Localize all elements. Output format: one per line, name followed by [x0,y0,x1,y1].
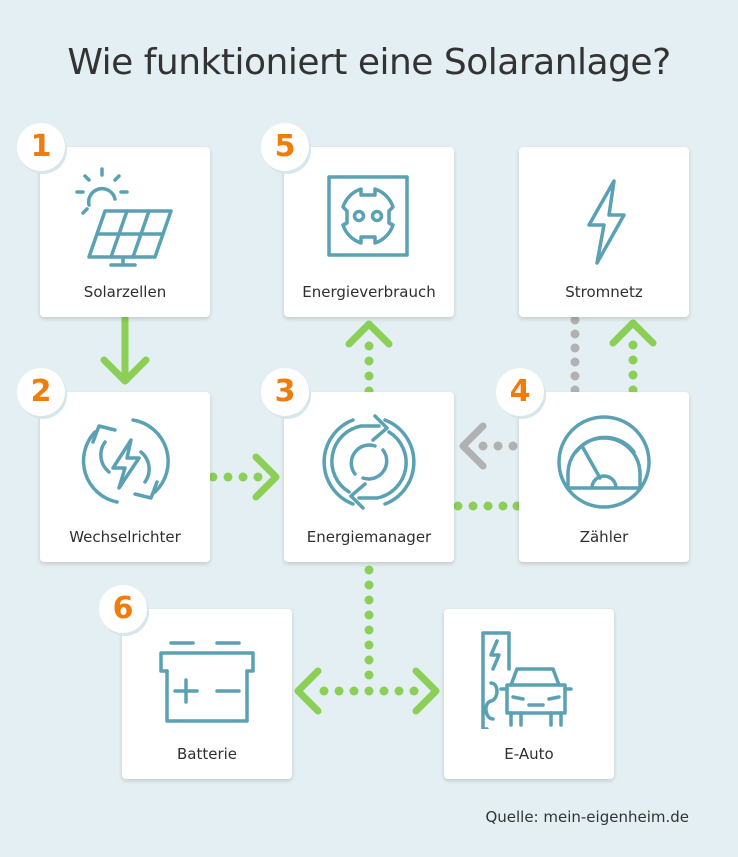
power-socket-icon [327,175,409,257]
card-e-auto: E-Auto [444,609,614,779]
page-title: Wie funktioniert eine Solaranlage? [67,42,671,83]
meter-gauge-icon [557,415,651,509]
step-badge: 5 [261,123,309,171]
arrow-meter-to-grid [628,340,638,395]
step-badge: 6 [99,585,147,633]
arrow-solar-to-inverter [100,314,150,385]
step-badge: 3 [261,368,309,416]
battery-icon [159,641,255,723]
card-energiemanager: Energiemanager [284,392,454,562]
card-solarzellen: Solarzellen [40,147,210,317]
step-badge: 2 [17,368,65,416]
arrow-inverter-to-manager [208,472,263,482]
step-badge: 1 [17,123,65,171]
electric-car-icon [481,631,573,729]
card-batterie: Batterie [122,609,292,779]
card-label: Zähler [579,528,629,546]
card-label: Batterie [176,745,238,763]
arrow-head-left [294,667,322,715]
arrow-meter-to-manager [478,441,518,451]
arrow-head-right [412,667,440,715]
arrow-manager-to-consumption [364,341,374,396]
arrow-head-right [252,453,280,501]
line-manager-to-storage [319,565,419,696]
lightning-bolt-icon [587,179,626,265]
card-wechselrichter: Wechselrichter [40,392,210,562]
source-credit: Quelle: mein-eigenheim.de [485,808,689,826]
step-badge: 4 [496,368,544,416]
card-label: Wechselrichter [69,528,181,546]
line-manager-to-meter [453,501,522,511]
card-label: Stromnetz [565,283,643,301]
card-stromnetz: Stromnetz [519,147,689,317]
energy-manager-icon [322,414,416,510]
card-label: E-Auto [504,745,554,763]
card-label: Energiemanager [306,528,432,546]
solar-panel-icon [75,167,173,267]
card-label: Energieverbrauch [302,283,436,301]
inverter-icon [81,418,170,504]
card-label: Solarzellen [83,283,167,301]
line-grid-to-meter [570,315,580,395]
card-zaehler: Zähler [519,392,689,562]
card-energieverbrauch: Energieverbrauch [284,147,454,317]
